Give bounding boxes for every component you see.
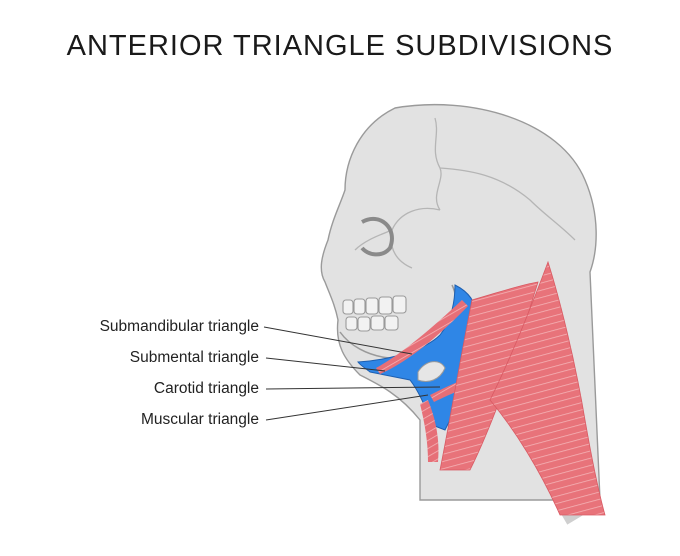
- leader-line-muscular: [266, 395, 428, 420]
- label-submental-triangle: Submental triangle: [130, 349, 259, 367]
- label-submandibular-triangle: Submandibular triangle: [100, 318, 259, 336]
- label-carotid-triangle: Carotid triangle: [154, 380, 259, 398]
- teeth: [343, 296, 406, 331]
- label-muscular-triangle: Muscular triangle: [141, 411, 259, 429]
